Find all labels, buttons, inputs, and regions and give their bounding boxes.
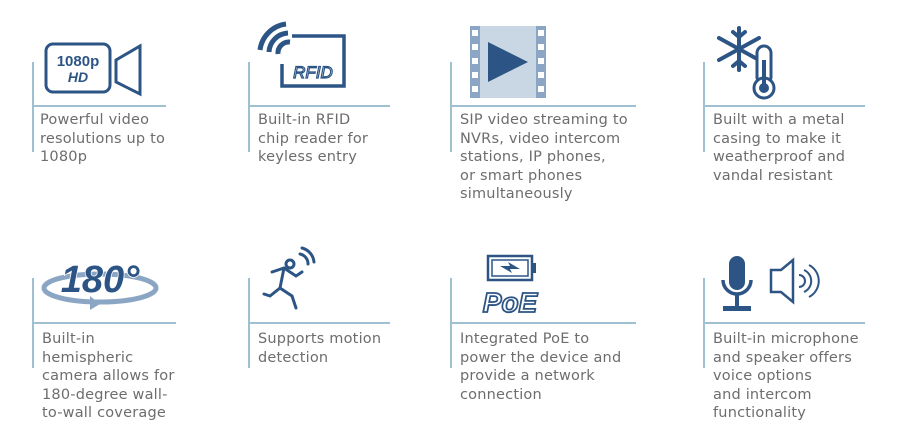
divider [450, 105, 636, 107]
snowflake-thermometer-icon [717, 26, 776, 100]
svg-text:1080p: 1080p [57, 53, 100, 70]
feature-rfid: RFID Built-in RFID chip reader for keyle… [248, 0, 448, 216]
feature-text: Integrated PoE to power the device and p… [460, 331, 622, 403]
feature-text: Powerful video resolutions up to 1080p [40, 112, 166, 165]
divider [32, 322, 176, 324]
svg-text:RFID: RFID [293, 63, 333, 82]
divider [32, 105, 166, 107]
divider [450, 62, 452, 152]
feature-text: Built-in hemispheric camera allows for 1… [42, 331, 175, 421]
divider [703, 322, 865, 324]
feature-audio: Built-in microphone and speaker offers v… [703, 216, 903, 432]
feature-weatherproof: Built with a metal casing to make it wea… [703, 0, 903, 216]
microphone-speaker-icon [721, 256, 820, 311]
feature-text: SIP video streaming to NVRs, video inter… [460, 112, 628, 202]
feature-text: Supports motion detection [258, 331, 382, 366]
divider [32, 62, 34, 152]
divider [248, 105, 390, 107]
divider [703, 105, 865, 107]
poe-battery-icon: PoE [482, 254, 539, 316]
svg-text:HD: HD [68, 69, 88, 85]
feature-poe: PoE Integrated PoE to power the device a… [450, 216, 690, 432]
feature-text: Built with a metal casing to make it wea… [713, 112, 846, 184]
svg-text:180°: 180° [61, 259, 140, 301]
divider [248, 62, 250, 152]
feature-text: Built-in RFID chip reader for keyless en… [258, 112, 369, 165]
divider [248, 322, 390, 324]
feature-sip-video: SIP video streaming to NVRs, video inter… [450, 0, 690, 216]
video-film-play-icon [470, 26, 546, 98]
feature-motion: Supports motion detection [248, 216, 448, 432]
feature-180: 180° Built-in hemispheric camera allows … [32, 216, 232, 432]
divider [703, 62, 705, 152]
svg-text:PoE: PoE [483, 287, 539, 316]
video-camera-1080p-icon: 1080p HD [44, 42, 142, 97]
divider [450, 322, 636, 324]
feature-1080p: 1080p HD Powerful video resolutions up t… [32, 0, 232, 216]
rotation-180-icon: 180° [41, 258, 159, 310]
rfid-card-icon: RFID [257, 21, 346, 88]
running-person-motion-icon [262, 246, 316, 310]
feature-text: Built-in microphone and speaker offers v… [713, 331, 859, 421]
